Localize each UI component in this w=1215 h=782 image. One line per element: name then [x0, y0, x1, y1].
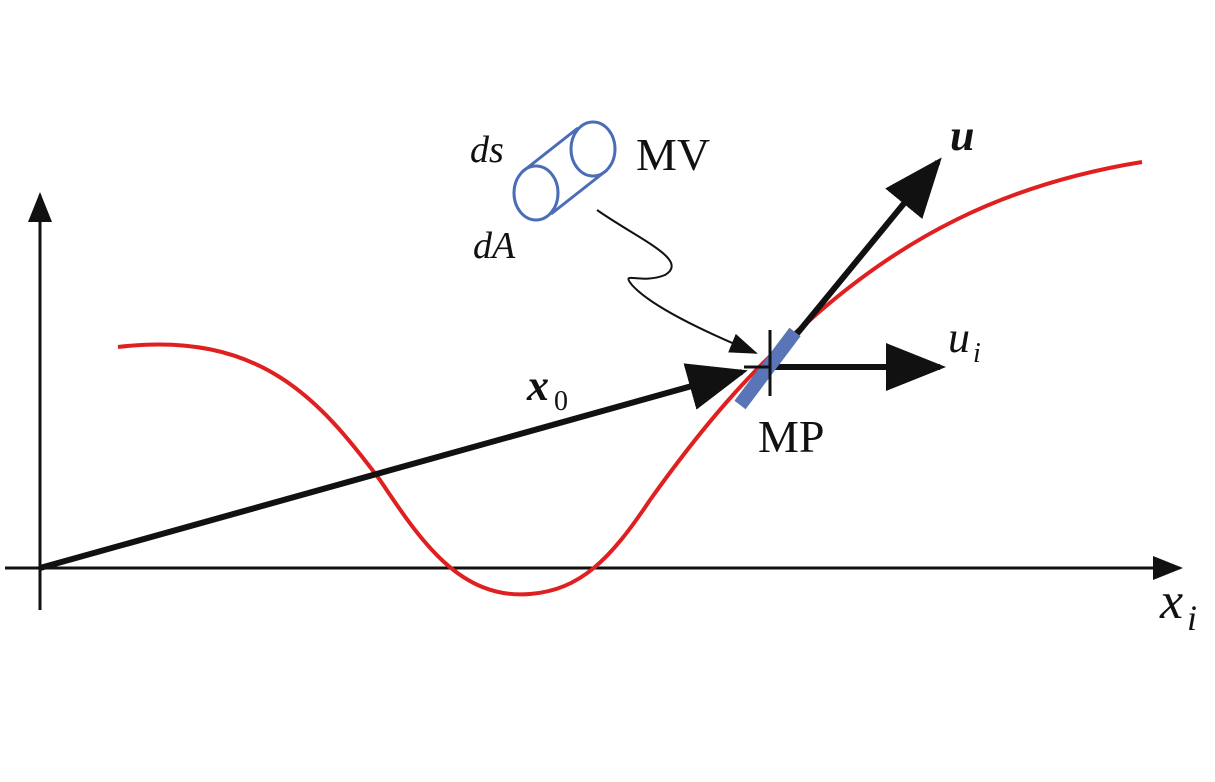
x0-label-base: x	[526, 361, 549, 410]
mv-label: MV	[636, 129, 710, 180]
ui-label-sub: i	[973, 338, 981, 369]
velocity-vector-u	[779, 157, 942, 354]
trajectory-curve	[117, 160, 1143, 597]
material-volume-cylinder	[512, 120, 617, 222]
position-vector-x0	[39, 363, 748, 571]
axis-label-base: x	[1159, 573, 1183, 630]
u-vector-label: u	[950, 111, 974, 160]
mv-to-mp-connector	[596, 209, 758, 354]
x0-label-sub: 0	[554, 386, 568, 417]
ds-label: ds	[470, 129, 504, 171]
ui-label-base: u	[948, 313, 970, 362]
da-label: dA	[473, 225, 516, 267]
axis-label-sub: i	[1187, 598, 1197, 638]
mp-label: MP	[758, 411, 824, 462]
